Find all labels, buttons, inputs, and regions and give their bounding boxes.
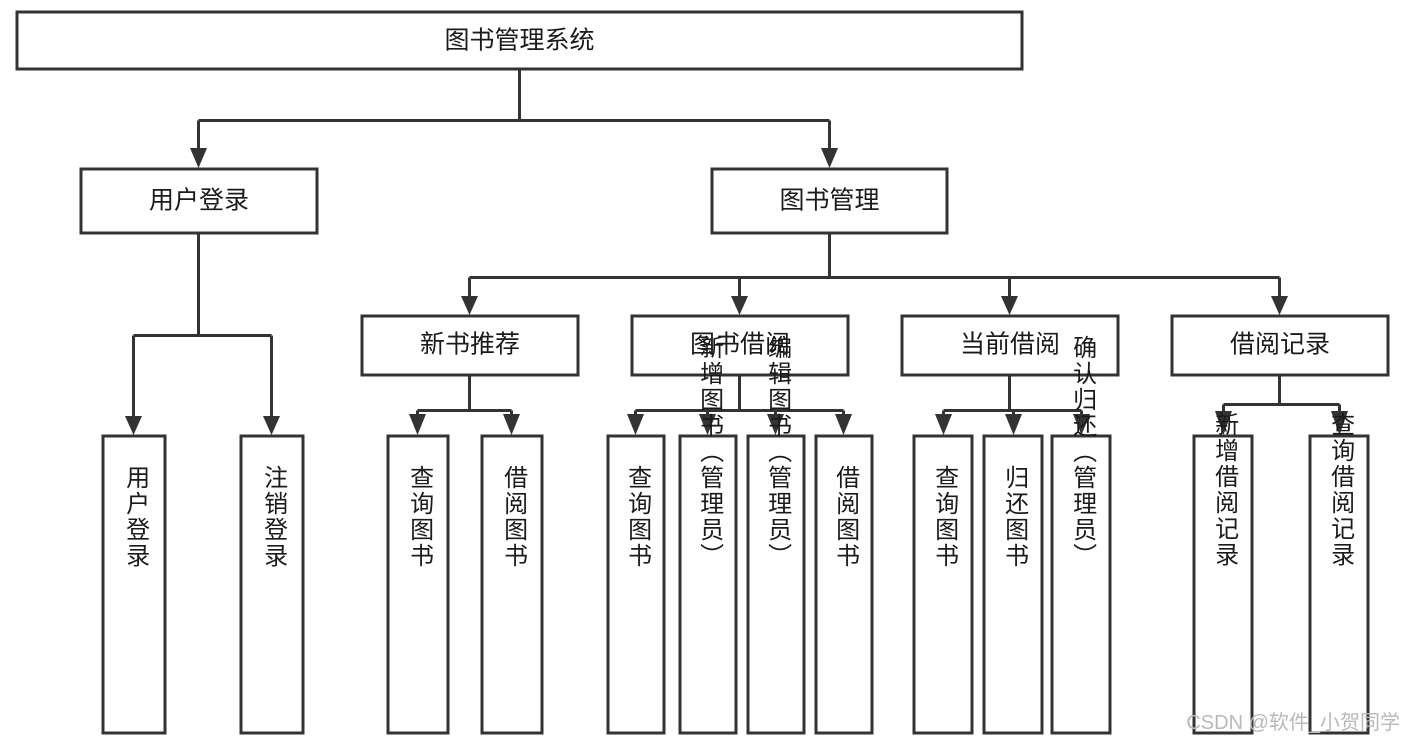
node-borrow-record-box[interactable] <box>1170 314 1390 377</box>
node-book-borrow-label: 图书借阅 <box>690 331 790 359</box>
leaf-borrow-query-label: 查询图书 <box>624 465 652 569</box>
leaf-borrow-query-box[interactable] <box>606 434 666 735</box>
leaf-record-query[interactable]: 查询借阅记录 <box>1308 412 1370 735</box>
arrow-head-current-borrow <box>1001 296 1018 315</box>
leaf-user-login[interactable]: 用户登录 <box>101 434 167 735</box>
arrow-head-borrow-record <box>1271 296 1288 315</box>
leaf-user-login-box[interactable] <box>101 434 167 735</box>
leaf-current-confirm[interactable]: 确认归还（管理员） <box>1050 335 1112 735</box>
leaf-borrow-add-label: 新增图书（管理员） <box>696 335 724 569</box>
leaf-borrow-edit[interactable]: 编辑图书（管理员） <box>746 335 806 735</box>
node-book-manage[interactable]: 图书管理 <box>710 167 949 235</box>
node-root[interactable]: 图书管理系统 <box>15 10 1024 71</box>
leaf-record-add-box[interactable] <box>1192 434 1254 735</box>
leaf-user-logout-label: 注销登录 <box>260 465 288 569</box>
leaf-rec-borrow-box[interactable] <box>480 434 544 735</box>
leaf-rec-query-box[interactable] <box>386 434 450 735</box>
leaf-borrow-edit-box[interactable] <box>746 434 806 735</box>
csdn-watermark: CSDN @软件_小贺同学 <box>1186 711 1400 734</box>
leaf-record-add[interactable]: 新增借阅记录 <box>1192 412 1254 735</box>
node-new-book-rec-box[interactable] <box>360 314 580 377</box>
arrow-head-leaf-borrow-edit <box>767 414 784 435</box>
arrow-head-leaf-record-query <box>1331 411 1348 435</box>
node-new-book-rec-label: 新书推荐 <box>420 331 520 359</box>
leaf-current-return-label: 归还图书 <box>1001 465 1029 569</box>
node-root-label: 图书管理系统 <box>444 27 594 55</box>
node-book-borrow-box[interactable] <box>630 314 850 377</box>
leaf-current-query-box[interactable] <box>912 434 974 735</box>
node-root-box[interactable] <box>15 10 1024 71</box>
arrow-head-leaf-current-query <box>935 414 952 435</box>
arrow-head-leaf-current-confirm <box>1073 414 1090 435</box>
leaf-borrow-add[interactable]: 新增图书（管理员） <box>678 335 738 735</box>
node-current-borrow-box[interactable] <box>900 314 1120 377</box>
leaf-record-query-box[interactable] <box>1308 434 1370 735</box>
node-current-borrow[interactable]: 当前借阅 <box>900 314 1120 377</box>
arrow-head-leaf-record-add <box>1215 411 1232 435</box>
arrow-head-leaf-borrow-query <box>627 414 644 435</box>
arrow-head-new-book-rec <box>461 296 478 315</box>
arrow-head-leaf-current-return <box>1005 414 1022 435</box>
leaf-rec-borrow[interactable]: 借阅图书 <box>480 434 544 735</box>
leaf-borrow-edit-label: 编辑图书（管理员） <box>764 335 792 569</box>
leaf-borrow-do-box[interactable] <box>814 434 874 735</box>
leaf-user-login-label: 用户登录 <box>122 465 150 569</box>
arrow-head-leaf-user-logout <box>263 416 280 435</box>
arrow-head-leaf-borrow-add <box>699 414 716 435</box>
node-book-borrow[interactable]: 图书借阅 <box>630 314 850 377</box>
arrow-head-user-login <box>190 148 207 168</box>
node-new-book-rec[interactable]: 新书推荐 <box>360 314 580 377</box>
arrow-head-book-borrow <box>731 296 748 315</box>
leaf-current-query-label: 查询图书 <box>931 465 959 569</box>
node-borrow-record[interactable]: 借阅记录 <box>1170 314 1390 377</box>
node-user-login-box[interactable] <box>79 167 319 235</box>
leaf-current-confirm-label: 确认归还（管理员） <box>1069 335 1097 569</box>
node-current-borrow-label: 当前借阅 <box>960 331 1060 359</box>
leaf-user-logout[interactable]: 注销登录 <box>239 434 305 735</box>
leaf-borrow-query[interactable]: 查询图书 <box>606 434 666 735</box>
leaf-borrow-add-box[interactable] <box>678 434 738 735</box>
node-book-manage-box[interactable] <box>710 167 949 235</box>
arrow-head-leaf-rec-query <box>409 414 426 435</box>
leaf-current-query[interactable]: 查询图书 <box>912 434 974 735</box>
leaf-record-add-label: 新增借阅记录 <box>1211 412 1239 568</box>
leaf-rec-borrow-label: 借阅图书 <box>500 465 528 569</box>
leaf-rec-query-label: 查询图书 <box>406 465 434 569</box>
leaf-current-confirm-box[interactable] <box>1050 434 1112 735</box>
leaf-record-query-label: 查询借阅记录 <box>1327 412 1355 568</box>
node-user-login-label: 用户登录 <box>149 187 249 215</box>
arrow-head-book-manage <box>821 148 838 168</box>
leaf-borrow-do[interactable]: 借阅图书 <box>814 434 874 735</box>
leaf-rec-query[interactable]: 查询图书 <box>386 434 450 735</box>
connector-layer <box>125 69 1348 435</box>
node-book-manage-label: 图书管理 <box>779 187 879 215</box>
arrow-head-leaf-user-login <box>125 416 142 435</box>
leaf-current-return-box[interactable] <box>982 434 1044 735</box>
arrow-head-leaf-rec-borrow <box>503 414 520 435</box>
leaf-user-logout-box[interactable] <box>239 434 305 735</box>
node-borrow-record-label: 借阅记录 <box>1230 331 1330 359</box>
arrow-head-leaf-borrow-do <box>835 414 852 435</box>
node-user-login[interactable]: 用户登录 <box>79 167 319 235</box>
leaf-current-return[interactable]: 归还图书 <box>982 434 1044 735</box>
leaf-borrow-do-label: 借阅图书 <box>832 465 860 569</box>
